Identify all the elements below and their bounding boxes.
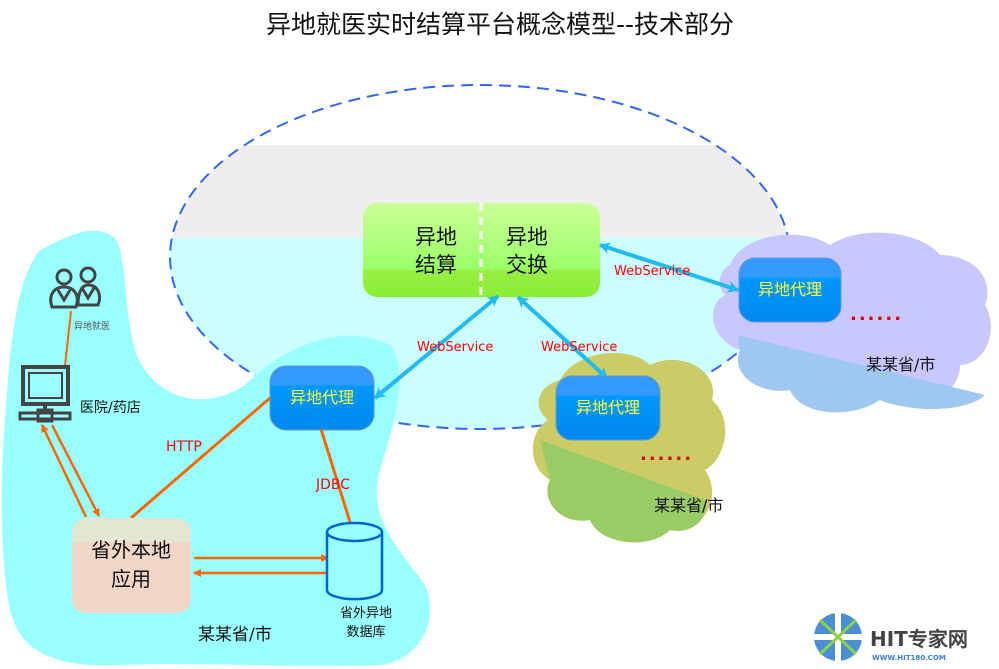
page-title: 异地就医实时结算平台概念模型--技术部分 [266, 10, 734, 39]
local-app-box[interactable]: 省外本地 应用 [72, 518, 191, 613]
webservice-label-middle: WebService [541, 340, 617, 355]
http-label: HTTP [166, 439, 202, 455]
settlement-label-1: 异地 [415, 225, 457, 249]
proxy-middle-label: 异地代理 [576, 398, 640, 417]
right-ellipsis: ...... [850, 304, 903, 325]
hit-logo-icon [814, 613, 862, 661]
webservice-label-right: WebService [614, 264, 690, 279]
watermark-brand: HIT专家网 [870, 627, 968, 651]
proxy-right-label: 异地代理 [758, 280, 822, 299]
left-region-label: 某某省/市 [198, 625, 272, 645]
middle-ellipsis: ...... [640, 444, 693, 465]
database-icon [325, 521, 384, 601]
arrow-app-to-hospital [40, 424, 88, 518]
local-app-label-2: 应用 [111, 567, 151, 591]
proxy-middle[interactable]: 异地代理 [555, 375, 661, 441]
jdbc-link [319, 428, 352, 523]
patient-link [64, 310, 72, 367]
settlement-label-2: 结算 [415, 253, 457, 277]
settlement-exchange-box[interactable]: 异地 结算 异地 交换 [363, 203, 600, 297]
webservice-label-left: WebService [417, 340, 493, 355]
arrow-hospital-to-app [50, 424, 101, 517]
db-label-2: 数据库 [346, 624, 385, 640]
watermark-url: WWW.HIT180.COM [872, 654, 946, 662]
hospital-label: 医院/药店 [80, 400, 141, 416]
jdbc-label: JDBC [315, 477, 350, 493]
patients-icon [49, 266, 102, 309]
middle-cloud-shade [540, 440, 706, 543]
local-app-label-1: 省外本地 [91, 538, 171, 562]
webservice-arrow-middle [516, 295, 609, 380]
middle-region-label: 某某省/市 [654, 496, 723, 515]
exchange-label-1: 异地 [506, 225, 548, 249]
proxy-right[interactable]: 异地代理 [738, 257, 842, 323]
right-cloud-shade [738, 335, 985, 413]
http-link [130, 396, 271, 520]
webservice-arrow-left [373, 294, 500, 400]
proxy-left-label: 异地代理 [290, 388, 354, 407]
right-region-label: 某某省/市 [866, 355, 935, 374]
patient-label: 异地就医 [74, 320, 110, 332]
exchange-label-2: 交换 [506, 253, 548, 277]
proxy-left[interactable]: 异地代理 [269, 365, 375, 431]
computer-icon [18, 365, 72, 423]
db-label-1: 省外异地 [340, 606, 392, 621]
webservice-arrow-right [599, 242, 739, 293]
